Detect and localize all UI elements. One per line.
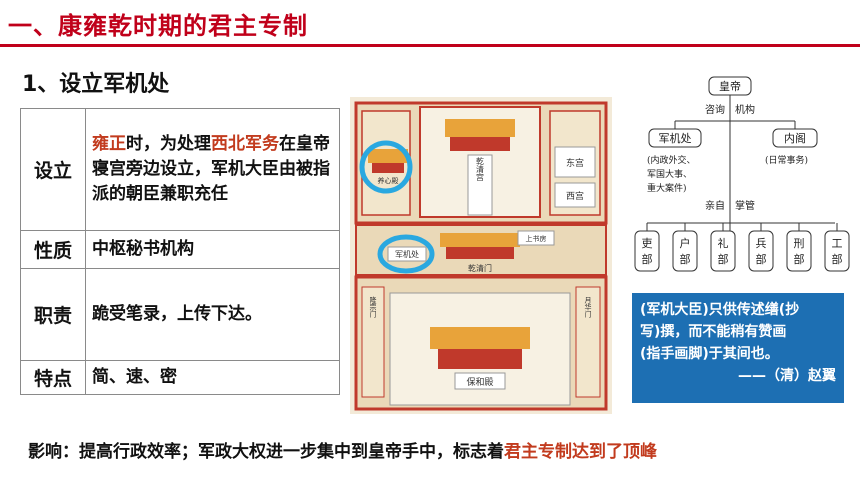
map-label: 乾清门 [468, 263, 492, 273]
text-segment: 时，为处理 [126, 134, 211, 154]
yangxindian-roof [368, 149, 408, 163]
yangxindian-highlight-circle [359, 140, 413, 194]
forbidden-city-map: 乾清宫 东宫 西宫 养心殿 乾清门 上书房 军机处 保和殿 隆宗门 月华门 [350, 97, 612, 414]
palace-body [450, 137, 510, 151]
west-corridor [361, 286, 385, 398]
qianqingmen-body [446, 247, 514, 259]
table-row: 职责 跪受笔录，上传下达。 [20, 268, 340, 361]
org-junjichu-desc: 重大案件) [647, 182, 687, 194]
quote-line: (指手画脚)于其间也。 [640, 346, 779, 362]
org-neige: 内阁 [784, 131, 806, 145]
row-label: 设立 [20, 108, 86, 231]
map-label: 军机处 [395, 249, 419, 259]
map-label: 乾清宫 [476, 156, 485, 182]
row-content: 跪受笔录，上传下达。 [85, 268, 340, 361]
ministry-box [786, 230, 812, 272]
map-label: 月华门 [584, 297, 592, 319]
page-title: 一、康雍乾时期的君主专制 [8, 12, 308, 40]
qianqing-label-box [467, 154, 493, 216]
map-label: 上书房 [526, 234, 547, 243]
map-label: 保和殿 [466, 376, 493, 388]
military-affairs: 西北军务 [211, 134, 279, 154]
ministry-label: 吏 [642, 237, 653, 250]
org-agency: 机构 [735, 103, 755, 116]
table-row: 设立 雍正时，为处理西北军务在皇帝寝宫旁边设立，军机大臣由被指派的朝臣兼职充任 [20, 108, 340, 231]
neige-org-box [772, 128, 818, 148]
map-label: 西宫 [566, 190, 584, 202]
west-label-box [554, 182, 596, 208]
ministry-box [672, 230, 698, 272]
ministry-label: 部 [680, 252, 691, 266]
title-bar: 一、康雍乾时期的君主专制 [0, 0, 860, 47]
row-label: 职责 [20, 268, 86, 361]
quote-line: 写)撰，而不能稍有赞画 [640, 324, 787, 340]
impact-statement: 影响：提高行政效率；军政大权进一步集中到皇帝手中，标志着君主专制达到了顶峰 [28, 437, 657, 462]
junjichu-org-box [648, 128, 702, 148]
row-content: 中枢秘书机构 [85, 230, 340, 269]
row-content: 雍正时，为处理西北军务在皇帝寝宫旁边设立，军机大臣由被指派的朝臣兼职充任 [85, 108, 340, 231]
row-content: 简、速、密 [85, 360, 340, 395]
ministry-box [710, 230, 736, 272]
text-segment: 在皇帝寝宫旁边设立，军机大臣由被指派的朝臣兼职充任 [92, 134, 330, 204]
ministry-label: 兵 [756, 237, 767, 250]
east-corridor [575, 286, 601, 398]
table-row: 性质 中枢秘书机构 [20, 230, 340, 269]
junjichu-highlight-circle [377, 234, 435, 274]
qianqingmen-roof [440, 233, 520, 247]
palace-roof [445, 119, 515, 137]
east-label-box [554, 146, 596, 178]
ministry-box [824, 230, 850, 272]
yangxindian-body [372, 163, 404, 173]
impact-prefix: 影响：提高行政效率；军政大权进一步集中到皇帝手中，标志着 [28, 442, 504, 462]
impact-highlight: 君主专制达到了顶峰 [504, 442, 657, 462]
ministry-label: 工 [832, 237, 843, 250]
org-neige-desc: (日常事务) [765, 154, 808, 166]
ministry-box [634, 230, 660, 272]
ministry-label: 部 [718, 252, 729, 266]
row-label: 特点 [20, 360, 86, 395]
ministry-label: 部 [756, 252, 767, 266]
map-label: 东宫 [566, 157, 584, 169]
table-row: 特点 简、速、密 [20, 360, 340, 395]
quote-box: (军机大臣)只供传述缮(抄 写)撰，而不能稍有赞画 (指手画脚)于其间也。 ——… [632, 293, 844, 403]
junjichu-info-table: 设立 雍正时，为处理西北军务在皇帝寝宫旁边设立，军机大臣由被指派的朝臣兼职充任 … [20, 108, 340, 395]
org-junjichu-desc: 军国大事、 [647, 168, 692, 180]
map-label: 养心殿 [378, 176, 399, 185]
ministry-label: 部 [642, 252, 653, 266]
junjichu-box [387, 246, 427, 262]
quote-author: ——（清）赵翼 [738, 368, 836, 384]
ministry-label: 户 [680, 236, 691, 250]
ministry-label: 部 [794, 252, 805, 266]
shangshufang-box [517, 230, 555, 246]
org-consult: 咨询 [705, 103, 725, 116]
title-underline [0, 44, 860, 47]
org-emperor: 皇帝 [719, 79, 741, 93]
org-manage: 掌管 [735, 199, 755, 212]
ministry-box [748, 230, 774, 272]
org-chart: 皇帝 咨询 机构 军机处 (内政外交、 军国大事、 重大案件) 内阁 (日常事务… [634, 76, 850, 272]
section-subtitle: 1、设立军机处 [22, 72, 170, 97]
baohe-label-box [454, 372, 506, 390]
row-label: 性质 [20, 230, 86, 269]
emperor-name: 雍正 [92, 134, 126, 154]
org-junjichu-desc: (内政外交、 [647, 154, 696, 166]
ministry-label: 部 [832, 252, 843, 266]
baohedian-body [438, 349, 522, 369]
ministry-label: 刑 [794, 237, 805, 250]
quote-line: (军机大臣)只供传述缮(抄 [640, 302, 800, 318]
baohedian-roof [430, 327, 530, 349]
ministry-label: 礼 [718, 236, 729, 250]
map-label: 隆宗门 [369, 296, 377, 319]
org-direct: 亲自 [705, 199, 725, 212]
org-junjichu: 军机处 [659, 131, 692, 145]
